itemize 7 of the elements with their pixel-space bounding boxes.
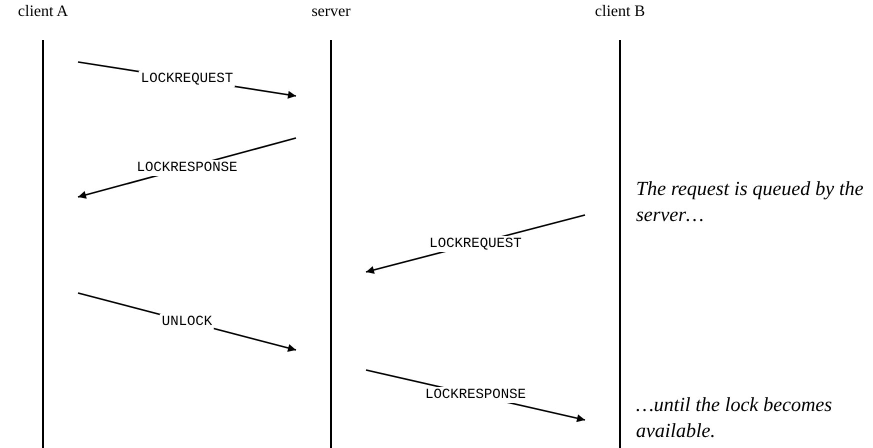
participant-label: client B	[594, 3, 646, 21]
message-label: UNLOCK	[160, 314, 214, 330]
message-label: LOCKREQUEST	[138, 71, 236, 87]
note-text: …until the lock becomes available.	[636, 393, 834, 444]
note-text: The request is queued by the server…	[636, 177, 865, 228]
participant-label: server	[311, 3, 351, 21]
participant-label: client A	[18, 3, 68, 21]
